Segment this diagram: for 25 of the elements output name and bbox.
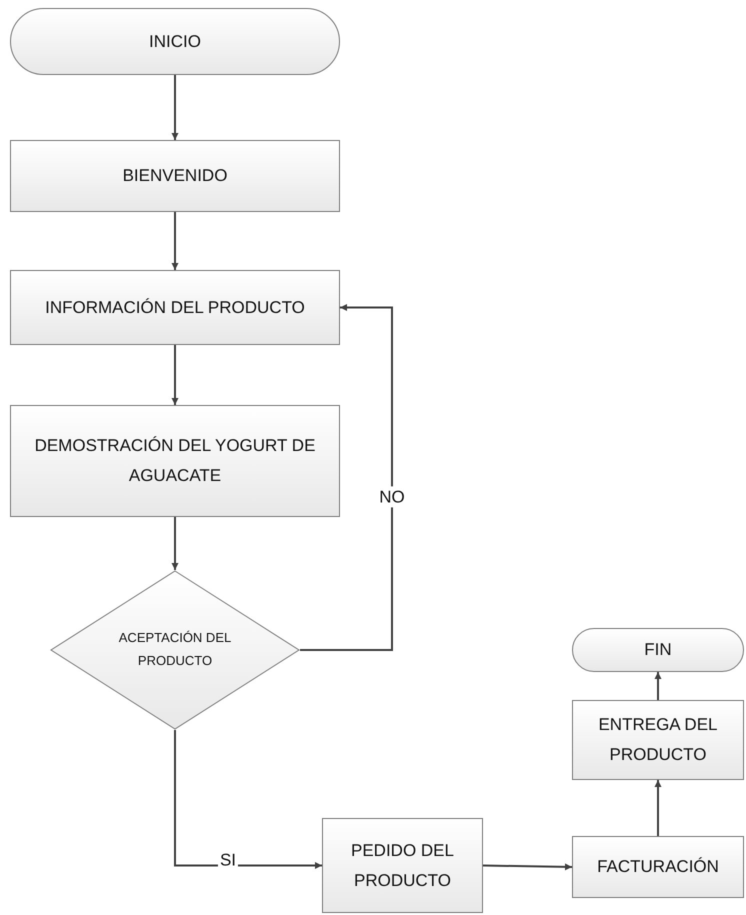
node-label: ENTREGA DEL PRODUCTO (597, 714, 719, 766)
node-label: FIN (644, 639, 672, 662)
node-label: DEMOSTRACIÓN DEL YOGURT DE AGUACATE (34, 435, 316, 487)
arrow (654, 780, 662, 836)
arrow (172, 517, 178, 570)
process-box (572, 836, 744, 898)
arrow (654, 672, 662, 700)
node-label: INICIO (149, 30, 201, 53)
node-label: INFORMACIÓN DEL PRODUCTO (45, 296, 305, 319)
process-box (10, 270, 340, 345)
process-box (10, 405, 340, 517)
arrow (172, 212, 178, 270)
terminator-box (572, 628, 744, 672)
node-label: FACTURACIÓN (597, 856, 719, 878)
arrow (172, 345, 178, 405)
node-label: BIENVENIDO (122, 165, 228, 188)
arrow (300, 304, 393, 651)
arrow (482, 863, 572, 870)
node-label: ACEPTACIÓN DEL PRODUCTO (118, 629, 232, 670)
arrow (172, 75, 178, 140)
arrow (174, 730, 322, 869)
process-box (10, 140, 340, 212)
node-label: PEDIDO DEL PRODUCTO (350, 840, 455, 892)
process-box (322, 818, 483, 913)
process-box (572, 700, 744, 780)
